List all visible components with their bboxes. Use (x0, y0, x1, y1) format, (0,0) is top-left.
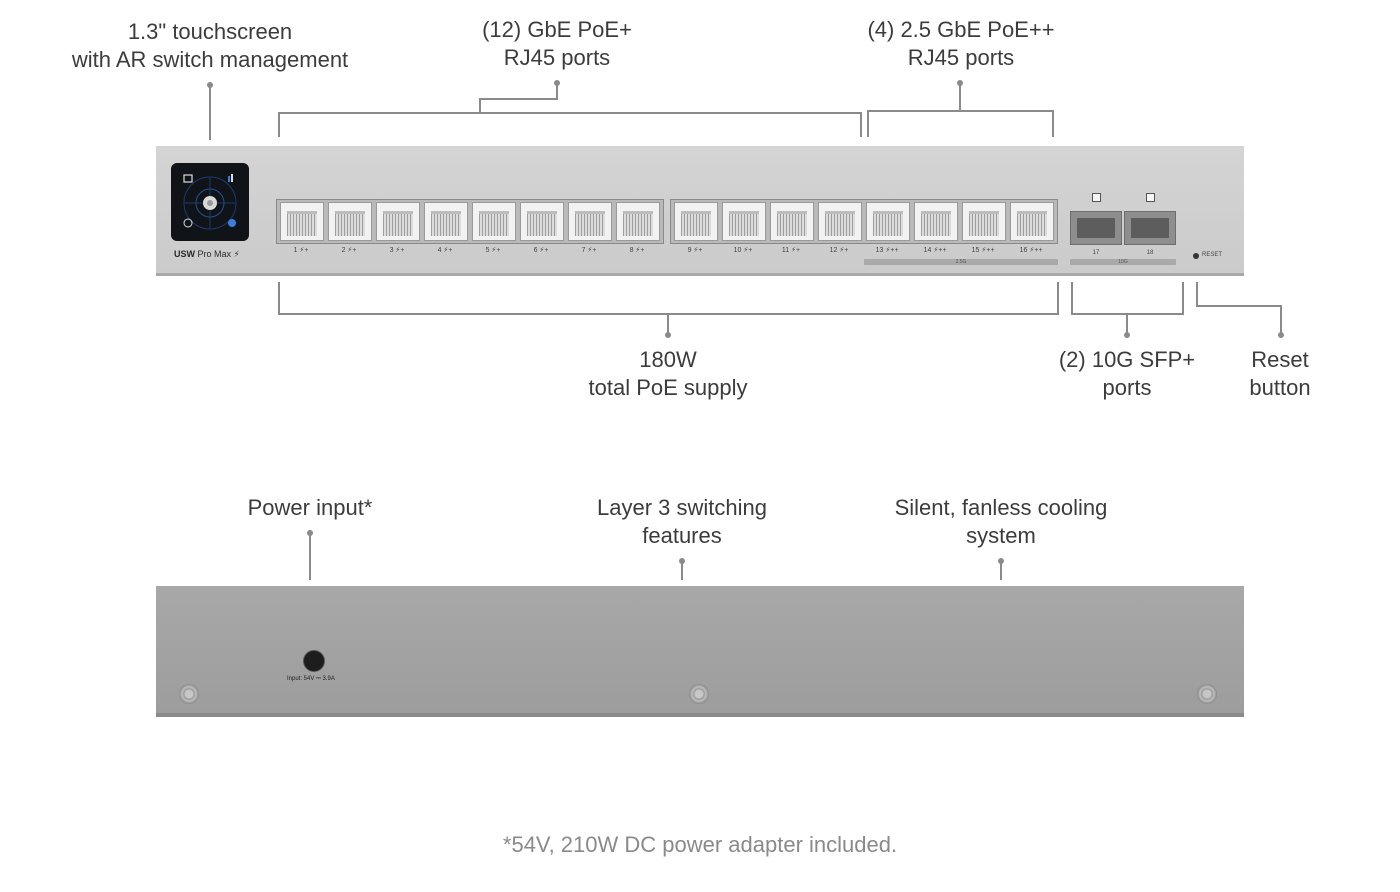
callout-sfp-ports: (2) 10G SFP+ ports (1058, 347, 1196, 400)
sfp-port-17[interactable] (1070, 211, 1122, 245)
port-label: 11 ⚡+ (781, 247, 801, 254)
rj45-port[interactable] (424, 202, 468, 241)
rj45-port[interactable] (722, 202, 766, 241)
sfp-label: 18 (1146, 250, 1154, 256)
rj45-port[interactable] (376, 202, 420, 241)
rj45-port[interactable] (328, 202, 372, 241)
port-label: 7 ⚡+ (581, 247, 597, 254)
rj45-port[interactable] (962, 202, 1006, 241)
screw-icon (689, 684, 709, 704)
callout-cooling: Silent, fanless cooling system (894, 495, 1108, 548)
port-label: 2 ⚡+ (341, 247, 357, 254)
band-10g (1070, 259, 1176, 265)
rj45-port[interactable] (770, 202, 814, 241)
sfp-led (1092, 193, 1101, 202)
sfp-led (1146, 193, 1155, 202)
port-label: 14 ⚡++ (923, 247, 947, 254)
rj45-port[interactable] (818, 202, 862, 241)
callout-touchscreen: 1.3" touchscreen with AR switch manageme… (71, 19, 349, 72)
port-group-1-8 (276, 199, 664, 244)
rj45-port[interactable] (616, 202, 660, 241)
footnote: *54V, 210W DC power adapter included. (502, 832, 898, 857)
rj45-port[interactable] (674, 202, 718, 241)
callout-gbe-ports: (12) GbE PoE+ RJ45 ports (482, 17, 632, 70)
rj45-port[interactable] (1010, 202, 1054, 241)
sfp-label: 17 (1092, 250, 1100, 256)
reset-label: RESET (1202, 252, 1223, 258)
callout-power-input: Power input* (247, 495, 373, 520)
rj45-port[interactable] (914, 202, 958, 241)
port-label: 15 ⚡++ (971, 247, 995, 254)
port-label: 10 ⚡+ (733, 247, 753, 254)
port-label: 12 ⚡+ (829, 247, 849, 254)
callout-layer3: Layer 3 switching features (597, 495, 767, 548)
port-label: 4 ⚡+ (437, 247, 453, 254)
touchscreen-display[interactable] (171, 163, 249, 241)
port-label: 16 ⚡++ (1019, 247, 1043, 254)
band-25g-label: 2.5G (955, 259, 967, 265)
sfp-port-18[interactable] (1124, 211, 1176, 245)
touchscreen-ui-icon (183, 174, 237, 230)
port-label: 13 ⚡++ (875, 247, 899, 254)
rj45-port[interactable] (520, 202, 564, 241)
dc-power-jack[interactable] (303, 650, 325, 672)
rj45-port[interactable] (472, 202, 516, 241)
bolt-icon: ⚡ (233, 249, 240, 259)
port-label: 6 ⚡+ (533, 247, 549, 254)
port-label: 8 ⚡+ (629, 247, 645, 254)
port-group-9-16 (670, 199, 1058, 244)
band-10g-label: 10G (1118, 259, 1128, 265)
port-label: 1 ⚡+ (293, 247, 309, 254)
port-label: 5 ⚡+ (485, 247, 501, 254)
model-label: USW Pro Max ⚡ (174, 249, 240, 259)
rj45-port[interactable] (280, 202, 324, 241)
port-label: 9 ⚡+ (687, 247, 703, 254)
power-rating-label: Input: 54V ⎓ 3.9A (287, 676, 335, 682)
port-label: 3 ⚡+ (389, 247, 405, 254)
screw-icon (1197, 684, 1217, 704)
rj45-port[interactable] (866, 202, 910, 241)
callout-reset: Reset button (1249, 347, 1311, 400)
band-25g (864, 259, 1058, 265)
screw-icon (179, 684, 199, 704)
reset-button[interactable] (1193, 253, 1199, 259)
callout-25g-ports: (4) 2.5 GbE PoE++ RJ45 ports (867, 17, 1055, 70)
rj45-port[interactable] (568, 202, 612, 241)
callout-poe-supply: 180W total PoE supply (588, 347, 748, 400)
